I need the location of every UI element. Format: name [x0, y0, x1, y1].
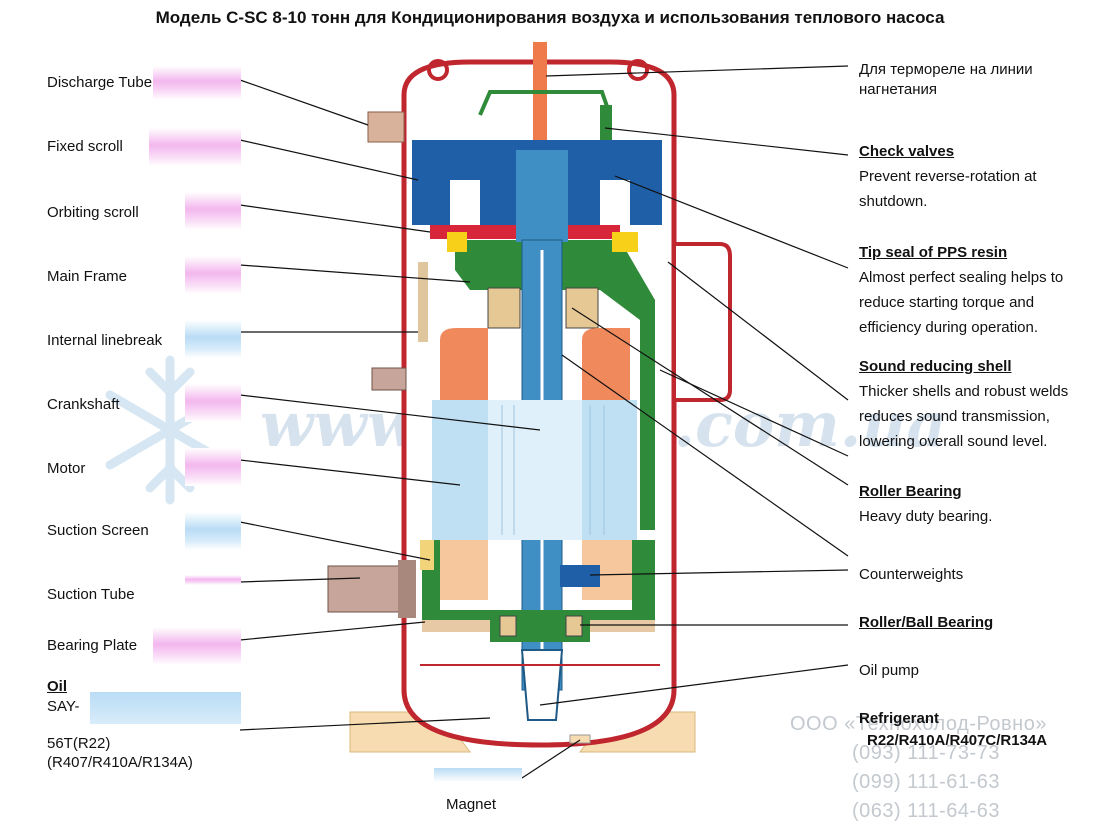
swatch-motor [185, 448, 241, 486]
ball-bearing-left [499, 615, 517, 637]
label-motor: Motor [47, 460, 86, 477]
label-bearing-plate: Bearing Plate [47, 637, 138, 654]
contact-block: ООО «Технохолод-Ровно» (093) 111-73-73 (… [790, 710, 1047, 826]
tip-seal-title: Tip seal of PPS resin [859, 244, 1008, 261]
label-crankshaft: Crankshaft [47, 396, 120, 413]
swatch-fixed-scroll [149, 128, 241, 166]
tip-seal-text: Almost perfect sealing helps to reduce s… [859, 269, 1064, 336]
block-tip-seal: Tip seal of PPS resin Almost perfect sea… [859, 240, 1084, 340]
winding-top-left [440, 328, 488, 400]
sound-shell-text: Thicker shells and robust welds reduces … [859, 383, 1069, 450]
sound-shell-title: Sound reducing shell [859, 358, 1012, 375]
label-oil-line3: (R407/R410A/R134A) [47, 754, 193, 771]
swatch-internal-linebreak [185, 320, 241, 358]
label-main-frame: Main Frame [47, 268, 128, 285]
block-check-valves: Check valves Prevent reverse-rotation at… [859, 139, 1079, 214]
label-orbiting-scroll: Orbiting scroll [47, 204, 139, 221]
tip-seal-insert-2 [447, 232, 467, 252]
swatch-discharge-tube [153, 66, 241, 100]
roller-bearing-title: Roller Bearing [859, 483, 962, 500]
tip-seal-insert [612, 232, 638, 252]
label-oil-line2: 56T(R22) [47, 735, 111, 752]
main-frame [455, 240, 655, 530]
contact-phone-3: (063) 111-64-63 [852, 800, 1000, 822]
swatch-oil [90, 692, 241, 724]
swatch-crankshaft [185, 384, 241, 422]
magnet [569, 734, 591, 744]
check-valves-text: Prevent reverse-rotation at shutdown. [859, 168, 1037, 210]
winding-bottom-left [440, 540, 488, 600]
ball-bearing-right [565, 615, 583, 637]
label-suction-screen: Suction Screen [47, 522, 149, 539]
contact-phone-1: (093) 111-73-73 [852, 742, 1000, 764]
swatch-orbiting-scroll [185, 192, 241, 230]
contact-company: ООО «Технохолод-Ровно» [790, 713, 1047, 735]
block-roller-bearing: Roller Bearing Heavy duty bearing. [859, 479, 1079, 529]
discharge-tube [367, 111, 405, 143]
label-roller-ball-bearing: Roller/Ball Bearing [859, 614, 994, 631]
label-discharge-tube: Discharge Tube [47, 74, 153, 91]
contact-phone-2: (099) 111-61-63 [852, 771, 1000, 793]
swatch-suction-tube [185, 575, 241, 585]
terminal-box [676, 242, 732, 402]
motor-rotor [488, 400, 582, 540]
check-valves-title: Check valves [859, 143, 955, 160]
suction-tube [327, 565, 401, 613]
internal-linebreak [418, 262, 428, 342]
counterweight [560, 565, 600, 587]
roller-bearing-left [487, 287, 521, 329]
label-fixed-scroll: Fixed scroll [47, 138, 123, 155]
label-magnet: Magnet [446, 796, 497, 813]
label-thermo-relay: Для термореле на линии нагнетания [859, 61, 1033, 98]
swatch-magnet [434, 768, 522, 782]
check-valve [478, 90, 612, 116]
sensor-fitting [371, 367, 407, 391]
roller-bearing-text: Heavy duty bearing. [859, 508, 993, 525]
lifting-lug-left [427, 59, 449, 81]
refrigerant-title: Refrigerant [859, 710, 940, 727]
swatch-suction-screen [185, 512, 241, 550]
oil-pump [520, 649, 564, 721]
label-oil-heading: Oil [47, 678, 68, 695]
label-oil-pump: Oil pump [859, 662, 920, 679]
fixed-scroll [412, 140, 662, 225]
shaft-top [516, 150, 568, 242]
block-sound-shell: Sound reducing shell Thicker shells and … [859, 354, 1089, 454]
label-counterweights: Counterweights [859, 566, 964, 583]
block-refrigerant: Refrigerant R22/R410A/R407C/R134A [859, 708, 1047, 752]
suction-screen [420, 540, 434, 570]
label-oil-line1: SAY- [47, 698, 80, 715]
right-leader-lines [539, 65, 849, 706]
winding-top-right [582, 328, 630, 400]
page-title: Модель C-SC 8-10 тонн для Кондиционирова… [155, 8, 945, 27]
left-leader-lines [239, 79, 581, 779]
label-internal-linebreak: Internal linebreak [47, 332, 163, 349]
label-suction-tube: Suction Tube [47, 586, 135, 603]
lifting-lug-right [627, 59, 649, 81]
swatch-bearing-plate [153, 627, 241, 665]
suction-tube-collar [398, 560, 416, 618]
swatch-main-frame [185, 256, 241, 294]
refrigerant-text: R22/R410A/R407C/R134A [867, 732, 1048, 749]
lower-frame [422, 540, 655, 620]
